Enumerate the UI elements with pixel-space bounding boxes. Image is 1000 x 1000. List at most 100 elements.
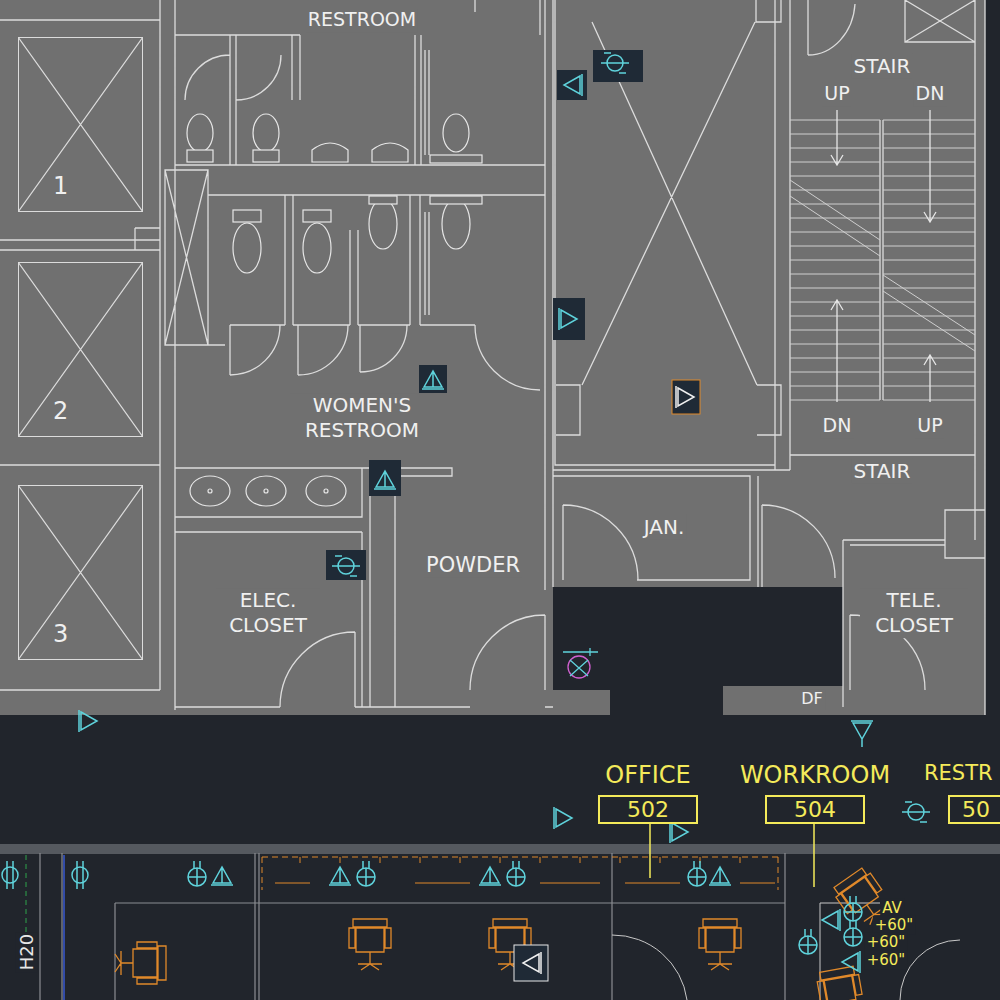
room-name: POWDER bbox=[424, 552, 522, 578]
device-note: AV bbox=[880, 899, 904, 918]
symbol-ground bbox=[514, 945, 548, 981]
toilet-fixture bbox=[369, 199, 397, 249]
toilet-tank bbox=[369, 196, 397, 204]
outlet-symbol bbox=[799, 929, 817, 954]
data-symbol bbox=[329, 867, 351, 885]
room-name: JAN. bbox=[642, 515, 687, 540]
device-symbols bbox=[523, 386, 694, 974]
toilet-fixture bbox=[442, 199, 470, 249]
elevator-number: 3 bbox=[51, 621, 70, 647]
room-name-tag: RESTR bbox=[924, 762, 993, 785]
toilet-fixture bbox=[233, 223, 261, 273]
chair-symbol bbox=[699, 919, 741, 970]
data-symbol bbox=[709, 867, 731, 885]
speaker-symbol bbox=[523, 952, 541, 974]
outlet-symbol bbox=[844, 921, 862, 946]
corridor-gap bbox=[553, 587, 843, 715]
symbol-ground bbox=[553, 298, 585, 340]
room-number: 50 bbox=[948, 795, 1000, 824]
toilet-tank bbox=[303, 210, 331, 222]
wall-lines bbox=[0, 0, 985, 715]
speaker-symbol bbox=[842, 951, 860, 973]
symbol-grounds bbox=[326, 50, 700, 981]
sink-drain bbox=[324, 489, 328, 493]
data-symbol bbox=[479, 867, 501, 885]
pump-symbol bbox=[570, 660, 588, 676]
elevator-number: 2 bbox=[51, 398, 70, 424]
elevator-cross bbox=[18, 37, 143, 212]
toilet-fixture bbox=[303, 223, 331, 273]
symbol-ground bbox=[326, 550, 366, 580]
speaker-symbol bbox=[374, 471, 396, 489]
stair-arrows bbox=[831, 110, 936, 402]
elevator-cross bbox=[18, 262, 143, 437]
toilet-tank bbox=[430, 155, 482, 163]
plumbing-fixtures bbox=[187, 50, 482, 506]
speaker-symbol bbox=[851, 721, 873, 747]
elevator-cross bbox=[18, 485, 143, 660]
outlet-symbol bbox=[188, 861, 206, 886]
stair-direction: UP bbox=[915, 414, 944, 438]
toilet-fixture bbox=[253, 114, 279, 152]
toilet-tank bbox=[187, 150, 213, 162]
detector-symbol bbox=[332, 556, 360, 576]
data-symbol bbox=[211, 867, 233, 885]
speaker-symbol bbox=[564, 74, 582, 96]
outlet-symbol bbox=[844, 896, 862, 921]
outlet-symbol bbox=[72, 861, 88, 889]
symbol-ground bbox=[672, 380, 700, 414]
toilet-fixture bbox=[187, 114, 213, 152]
pump-symbol bbox=[568, 656, 590, 678]
sink-fixture bbox=[246, 476, 286, 506]
room-name: RESTROOM bbox=[306, 8, 418, 32]
stair-treads bbox=[790, 120, 975, 400]
room-name: ELEC. CLOSET bbox=[216, 588, 320, 638]
pump-symbol bbox=[563, 648, 598, 656]
room-tag: RESTR 50 bbox=[924, 760, 1000, 825]
urinal-fixture bbox=[372, 143, 408, 162]
stair-direction: DN bbox=[821, 414, 854, 438]
mounting-height: +60" bbox=[865, 933, 908, 952]
elevator-cross bbox=[18, 37, 143, 212]
device-symbols bbox=[563, 648, 598, 678]
symbol-ground bbox=[419, 365, 447, 393]
symbol-ground bbox=[369, 460, 401, 496]
speaker-symbol bbox=[670, 821, 688, 843]
detector-symbol bbox=[601, 53, 629, 73]
floor-fill bbox=[0, 0, 985, 715]
outlet-symbol bbox=[2, 861, 18, 889]
grab-bar bbox=[425, 50, 429, 315]
mounting-height: +60" bbox=[873, 916, 916, 935]
toilet-tank bbox=[430, 196, 482, 204]
door-swing bbox=[612, 903, 960, 1000]
elevator-number: 1 bbox=[51, 173, 70, 199]
chair-symbol bbox=[115, 942, 166, 984]
speaker-symbol bbox=[559, 308, 577, 330]
mounting-height: +60" bbox=[865, 951, 908, 970]
stair-direction: DN bbox=[914, 82, 947, 106]
elevator-car: 3 bbox=[18, 485, 143, 660]
sink-fixture bbox=[190, 476, 230, 506]
lower-wall-lines bbox=[0, 845, 1000, 1000]
sink-fixture bbox=[306, 476, 346, 506]
casework-line bbox=[262, 857, 778, 890]
room-tag: WORKROOM504 bbox=[735, 760, 895, 825]
outlet-symbol bbox=[688, 861, 706, 886]
room-name-tag: WORKROOM bbox=[735, 762, 895, 788]
outlet-symbol bbox=[357, 861, 375, 886]
room-name: WOMEN'S RESTROOM bbox=[290, 393, 434, 443]
elevator-car: 2 bbox=[18, 262, 143, 437]
urinal-fixture bbox=[312, 143, 348, 162]
symbol-ground bbox=[593, 50, 643, 82]
speaker-symbol bbox=[554, 807, 572, 829]
speaker-symbol bbox=[822, 909, 840, 931]
speaker-symbol bbox=[79, 710, 97, 732]
grid-line bbox=[63, 855, 65, 1000]
stair-direction: UP bbox=[822, 82, 851, 106]
toilet-fixture bbox=[443, 114, 469, 152]
device-symbols bbox=[2, 53, 930, 973]
toilet-tank bbox=[233, 210, 261, 222]
room-name: TELE. CLOSET bbox=[860, 588, 968, 638]
